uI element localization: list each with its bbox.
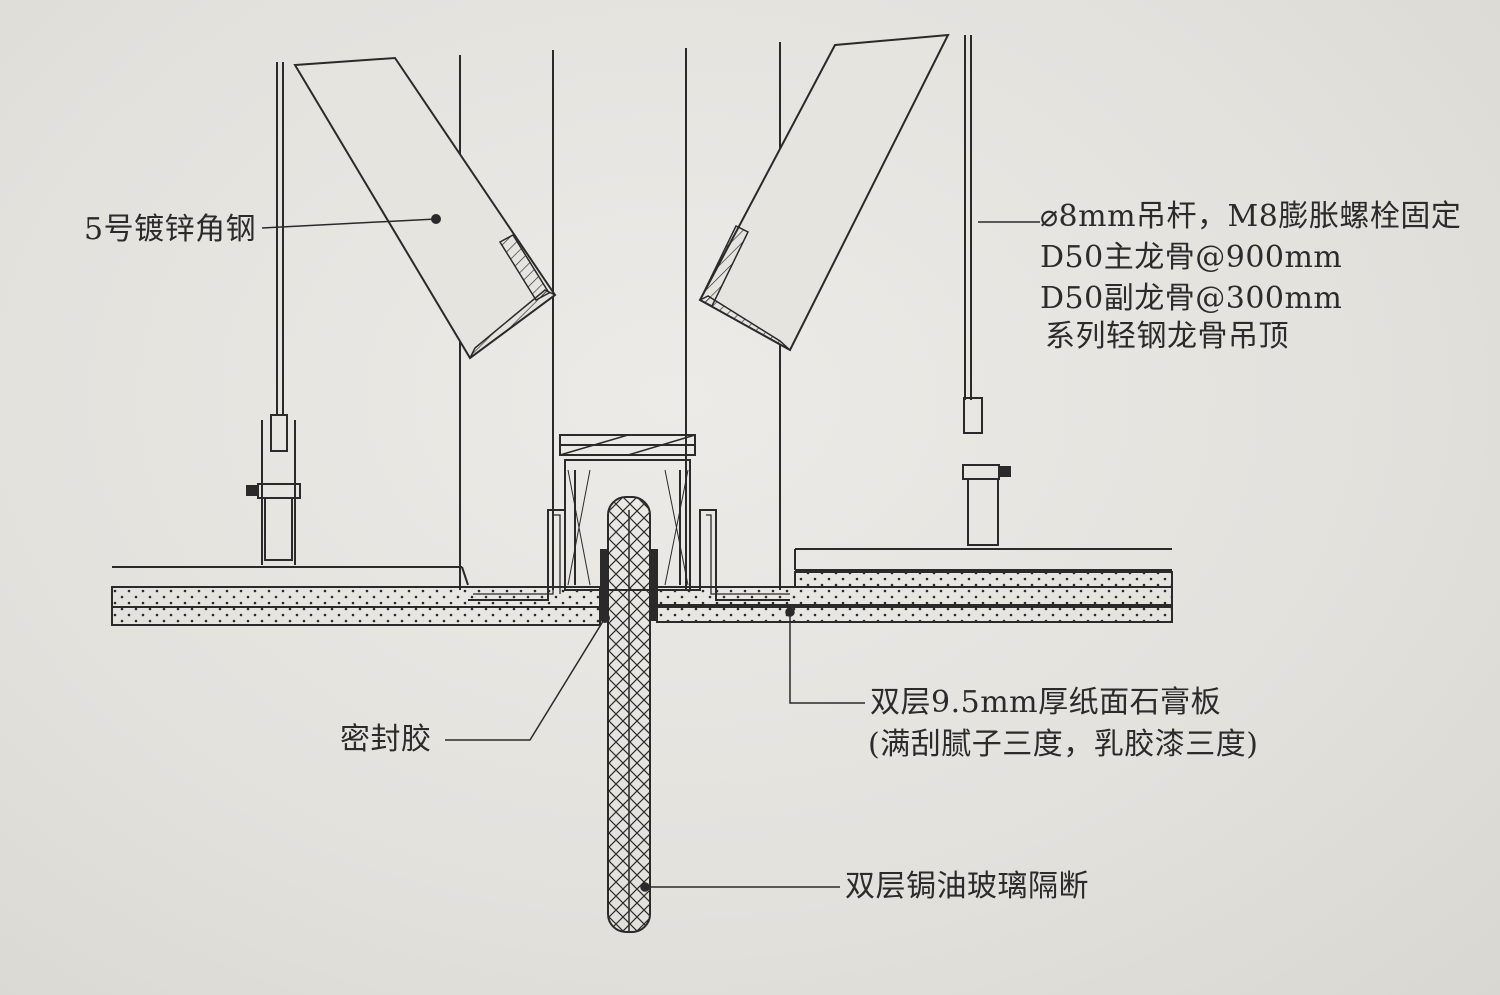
label-finish: (满刮腻子三度，乳胶漆三度) xyxy=(868,727,1259,762)
left-angle-steel xyxy=(293,56,557,360)
right-angle-steel xyxy=(698,33,950,352)
label-sub-keel: D50副龙骨@300mm xyxy=(1040,281,1343,316)
label-hanger: ⌀8mm吊杆，M8膨胀螺栓固定 xyxy=(1040,199,1462,234)
label-angle-steel: 5号镀锌角钢 xyxy=(84,212,257,247)
label-glass-partition: 双层锔油玻璃隔断 xyxy=(845,869,1089,904)
label-main-keel: D50主龙骨@900mm xyxy=(1040,240,1343,275)
leader-angle-steel xyxy=(261,218,437,229)
label-sealant: 密封胶 xyxy=(340,722,432,757)
leader-sealant xyxy=(445,617,606,741)
right-hanger xyxy=(962,35,1011,546)
left-hanger xyxy=(246,62,301,565)
label-ceiling-system: 系列轻钢龙骨吊顶 xyxy=(1045,319,1289,354)
label-gypsum-board: 双层9.5mm厚纸面石膏板 xyxy=(870,685,1222,720)
leader-gypsum xyxy=(789,612,865,704)
glass-partition xyxy=(607,496,651,933)
keel-line xyxy=(112,548,1172,586)
leader-lines xyxy=(261,218,1040,892)
